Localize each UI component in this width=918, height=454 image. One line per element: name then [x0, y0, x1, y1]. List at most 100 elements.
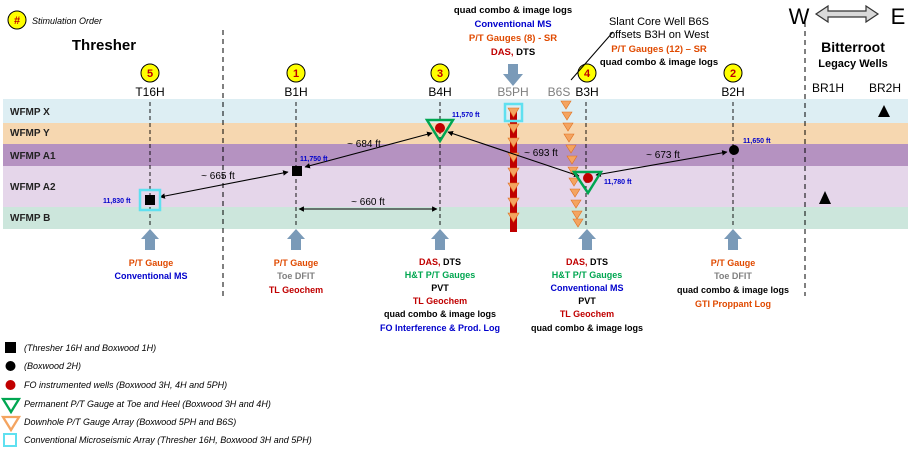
well-name-b2h: B2H: [721, 85, 744, 99]
layer-label-a2: WFMP A2: [10, 182, 56, 193]
b6s-note-1: Slant Core Well B6S: [609, 16, 709, 28]
b6s-gauge-icon: [572, 218, 584, 228]
b6s-gauge-icon: [568, 177, 580, 187]
order-badge-b1h: [286, 63, 306, 83]
b6s-gauge-icon: [561, 111, 573, 121]
b2h-circle-icon: [729, 145, 739, 155]
legend-label-5: Downhole P/T Gauge Array (Boxwood 5PH an…: [24, 417, 236, 427]
order-number-b2h: 2: [730, 68, 736, 80]
spacing-label-5: ~ 673 ft: [646, 150, 680, 161]
b6s-gauge-icon: [562, 122, 574, 132]
b3h-up-arrow-icon: [578, 229, 596, 250]
b4h-note-1: H&T P/T Gauges: [405, 270, 476, 280]
order-number-b3h: 4: [584, 68, 591, 80]
b4h-note-4: quad combo & image logs: [384, 309, 496, 319]
b5ph-das: DAS,: [491, 47, 514, 58]
b5ph-note-2: Conventional MS: [474, 19, 551, 30]
b3h-red-circle-icon: [583, 173, 593, 183]
b6s-callout-line: [570, 31, 614, 81]
well-name-b4h: B4H: [428, 85, 451, 99]
b2h-up-arrow-icon: [724, 229, 742, 250]
b3h-das: DAS,: [566, 257, 588, 267]
b5ph-gauge-icon: [507, 212, 520, 223]
depth-b3h: 11,780 ft: [604, 179, 632, 186]
well-name-b5ph: B5PH: [497, 85, 528, 99]
layer-label-x: WFMP X: [10, 107, 50, 118]
spacing-label-3: ~ 660 ft: [351, 197, 385, 208]
bottom-arrows: [141, 229, 742, 250]
layer-band-y: [3, 123, 908, 144]
b3h-note-2: Conventional MS: [550, 283, 623, 293]
well-name-t16h: T16H: [135, 85, 164, 99]
top-arrows: [503, 64, 523, 86]
layer-band-b: [3, 207, 908, 229]
b1h-note-2: Toe DFIT: [277, 271, 315, 281]
b3h-note-4: TL Geochem: [560, 309, 614, 319]
order-badges: [140, 63, 743, 83]
b5ph-top-gauge-icon: [507, 107, 520, 118]
legend-label-4: Permanent P/T Gauge at Toe and Heel (Box…: [24, 399, 271, 409]
b5ph-note-3: P/T Gauges (8) - SR: [469, 33, 557, 44]
legend-red-circle-icon: [5, 380, 16, 390]
b6s-gauge-icon: [571, 210, 583, 220]
t16h-microseismic-icon: [138, 188, 162, 212]
legend-black-circle-icon: [5, 361, 16, 371]
b4h-up-arrow-icon: [431, 229, 449, 250]
depth-b1h: 11,750 ft: [300, 156, 328, 163]
b1h-square-icon: [292, 166, 302, 176]
well-name-b1h: B1H: [284, 85, 307, 99]
region-bitterroot: Bitterroot: [821, 39, 885, 55]
b6s-gauge-icon: [569, 188, 581, 198]
b2h-note-4: GTI Proppant Log: [695, 299, 771, 309]
b6s-gauge-icon: [560, 100, 572, 110]
well-name-br2h: BR2H: [869, 81, 901, 95]
b2h-note-1: P/T Gauge: [711, 258, 756, 268]
legend-label-6: Conventional Microseismic Array (Threshe…: [24, 435, 312, 445]
compass-arrow-icon: [814, 4, 880, 24]
spacing-label-2: ~ 684 ft: [347, 139, 381, 150]
layer-label-b: WFMP B: [10, 213, 50, 224]
region-legacy: Legacy Wells: [818, 58, 888, 70]
order-badge-b2h: [723, 63, 743, 83]
legend-label-2: (Boxwood 2H): [24, 361, 81, 371]
legend-label-1: (Thresher 16H and Boxwood 1H): [24, 343, 156, 353]
well-name-b3h: B3H: [575, 85, 598, 99]
well-name-br1h: BR1H: [812, 81, 844, 95]
b5ph-gauge-icon: [507, 123, 520, 134]
b3h-note-das: DAS, DTS: [566, 257, 608, 267]
spacing-arrow-4: [447, 130, 580, 178]
b5ph-microseismic-icon: [503, 102, 524, 123]
br2h-triangle-icon: [878, 105, 890, 117]
b6s-gauge-icon: [570, 199, 582, 209]
b2h-note-2: Toe DFIT: [714, 271, 752, 281]
spacing-arrow-5: [595, 150, 728, 177]
depth-b4h: 11,570 ft: [452, 112, 480, 119]
b3h-green-triangle-icon: [571, 170, 604, 196]
order-number-b4h: 3: [437, 68, 443, 80]
order-badge-label: Stimulation Order: [32, 16, 103, 26]
b1h-note-1: P/T Gauge: [274, 258, 319, 268]
b3h-note-3: PVT: [578, 296, 596, 306]
b2h-note-3: quad combo & image logs: [677, 285, 789, 295]
b4h-dts: DTS: [441, 257, 462, 267]
legend-orange-triangle-icon: [0, 415, 22, 433]
layer-label-a1: WFMP A1: [10, 151, 56, 162]
b4h-red-circle-icon: [435, 123, 445, 133]
b3h-dts: DTS: [588, 257, 609, 267]
b4h-note-2: PVT: [431, 283, 449, 293]
b5ph-down-arrow-icon: [503, 64, 523, 86]
well-name-b6s: B6S: [548, 85, 571, 99]
region-thresher: Thresher: [72, 37, 136, 54]
order-badge-symbol: #: [14, 15, 20, 27]
compass-west: W: [789, 4, 810, 29]
legend: (Thresher 16H and Boxwood 1H) (Boxwood 2…: [0, 342, 312, 447]
depth-b2h: 11,650 ft: [743, 138, 771, 145]
legend-cyan-square-icon: [3, 433, 17, 447]
compass-east: E: [891, 4, 906, 29]
b1h-up-arrow-icon: [287, 229, 305, 250]
t16h-note-2: Conventional MS: [114, 271, 187, 281]
legend-green-triangle-icon: [0, 397, 22, 415]
spacing-arrow-2: [304, 131, 433, 169]
order-badge-icon: [7, 10, 27, 30]
layer-band-x: [3, 99, 908, 123]
